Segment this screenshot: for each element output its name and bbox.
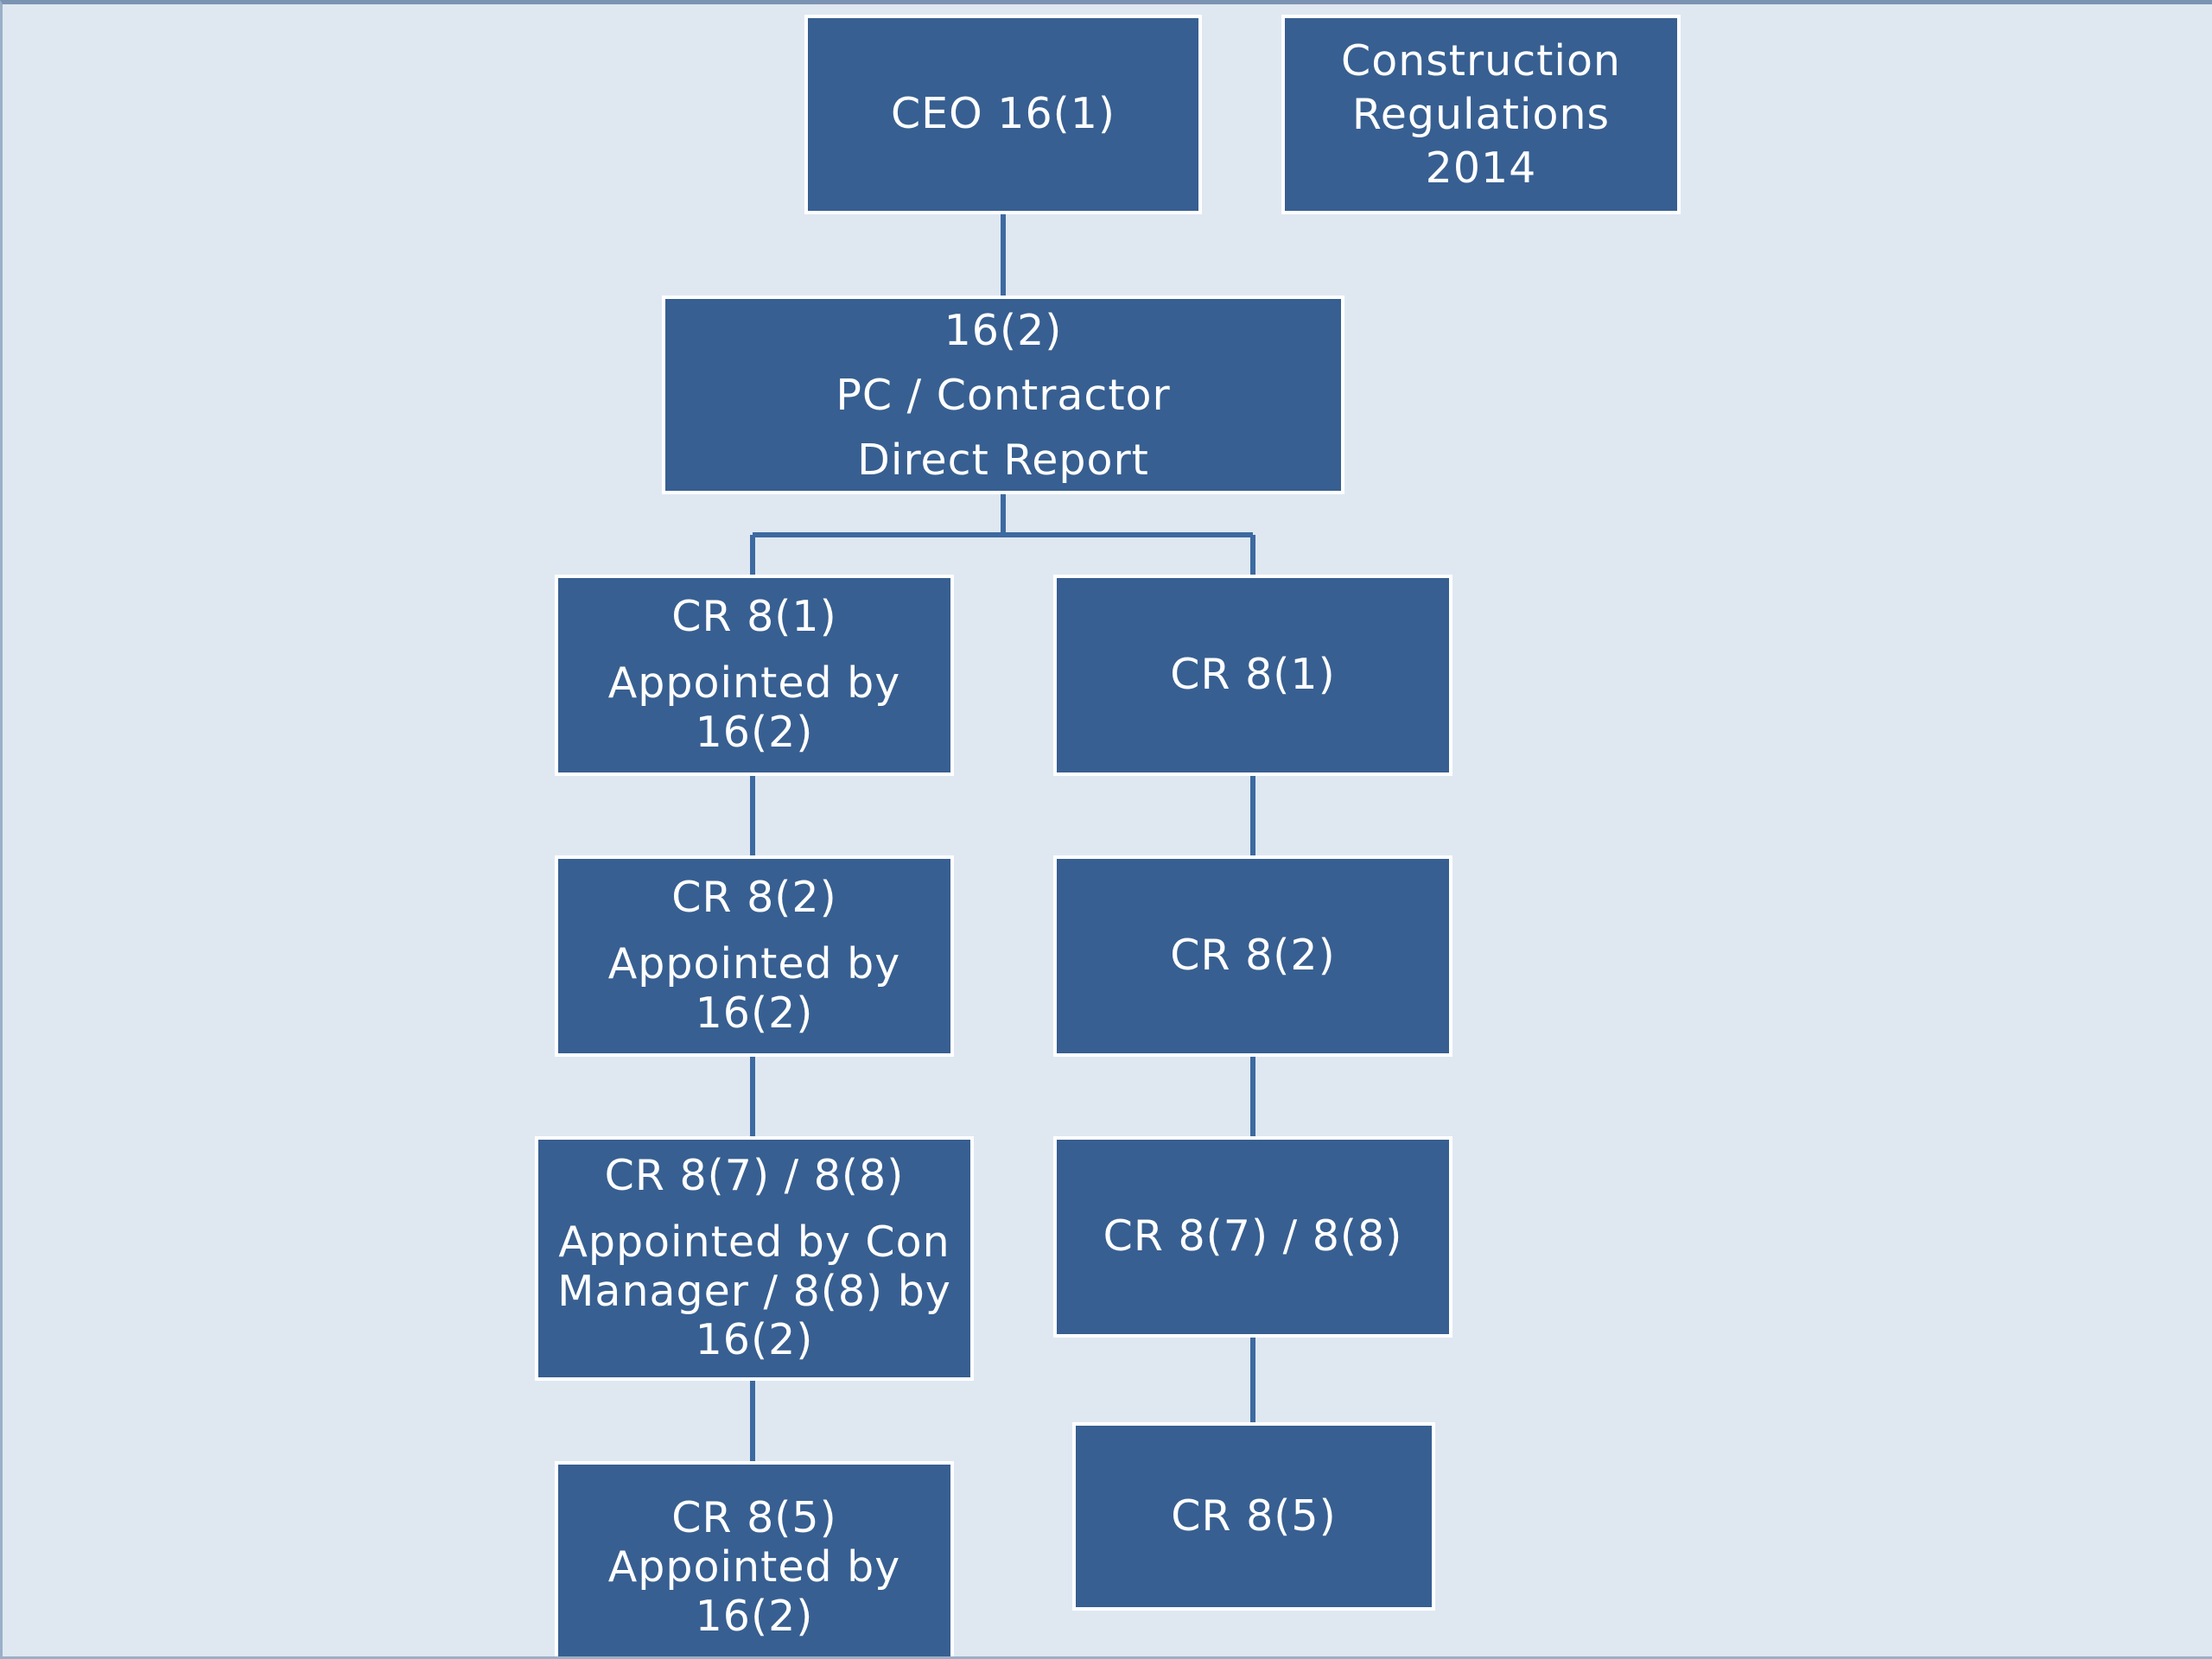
left-cr-8-7-8-8-line-3: 16(2)	[695, 1315, 814, 1365]
left-cr-8-5-line-1: Appointed by	[607, 1541, 901, 1592]
left-cr-8-1-box: CR 8(1) Appointed by 16(2)	[555, 575, 954, 776]
left-cr-8-2-line-1: Appointed by	[607, 939, 901, 989]
pc-line-2: PC / Contractor	[836, 370, 1171, 420]
left-cr-8-7-8-8-title: CR 8(7) / 8(8)	[604, 1150, 905, 1200]
left-cr-8-5-line-2: 16(2)	[695, 1591, 814, 1641]
left-cr-8-5-box: CR 8(5) Appointed by 16(2)	[555, 1461, 954, 1656]
left-cr-8-7-8-8-box: CR 8(7) / 8(8) Appointed by Con Manager …	[535, 1136, 974, 1381]
left-cr-8-2-line-2: 16(2)	[695, 988, 814, 1038]
connector-lines	[750, 214, 1255, 1463]
left-cr-8-2-title: CR 8(2)	[671, 873, 837, 923]
left-cr-8-7-8-8-line-1: Appointed by Con	[558, 1217, 950, 1267]
right-cr-8-2-title: CR 8(2)	[1170, 931, 1336, 981]
left-cr-8-2-box: CR 8(2) Appointed by 16(2)	[555, 855, 954, 1057]
right-cr-8-5-box: CR 8(5)	[1072, 1422, 1435, 1611]
left-cr-8-1-line-2: 16(2)	[695, 707, 814, 757]
right-cr-8-7-8-8-title: CR 8(7) / 8(8)	[1103, 1211, 1403, 1262]
pc-line-1: 16(2)	[944, 305, 1063, 355]
left-cr-8-7-8-8-line-2: Manager / 8(8) by	[557, 1266, 951, 1316]
right-cr-8-5-title: CR 8(5)	[1171, 1491, 1337, 1541]
ceo-box: CEO 16(1)	[804, 15, 1202, 214]
ceo-box-label: CEO 16(1)	[890, 89, 1116, 139]
right-cr-8-2-box: CR 8(2)	[1053, 855, 1452, 1057]
right-cr-8-1-box: CR 8(1)	[1053, 575, 1452, 776]
right-cr-8-1-title: CR 8(1)	[1170, 650, 1336, 700]
regulations-line-2: Regulations	[1351, 89, 1611, 139]
pc-line-3: Direct Report	[857, 435, 1149, 485]
right-cr-8-7-8-8-box: CR 8(7) / 8(8)	[1053, 1136, 1452, 1338]
left-cr-8-1-line-1: Appointed by	[607, 658, 901, 709]
regulations-line-3: 2014	[1425, 143, 1537, 193]
regulations-box: Construction Regulations 2014	[1281, 15, 1681, 214]
left-cr-8-5-title: CR 8(5)	[671, 1493, 837, 1542]
left-cr-8-1-title: CR 8(1)	[671, 592, 837, 642]
regulations-line-1: Construction	[1341, 35, 1621, 86]
pc-contractor-box: 16(2) PC / Contractor Direct Report	[662, 296, 1344, 494]
